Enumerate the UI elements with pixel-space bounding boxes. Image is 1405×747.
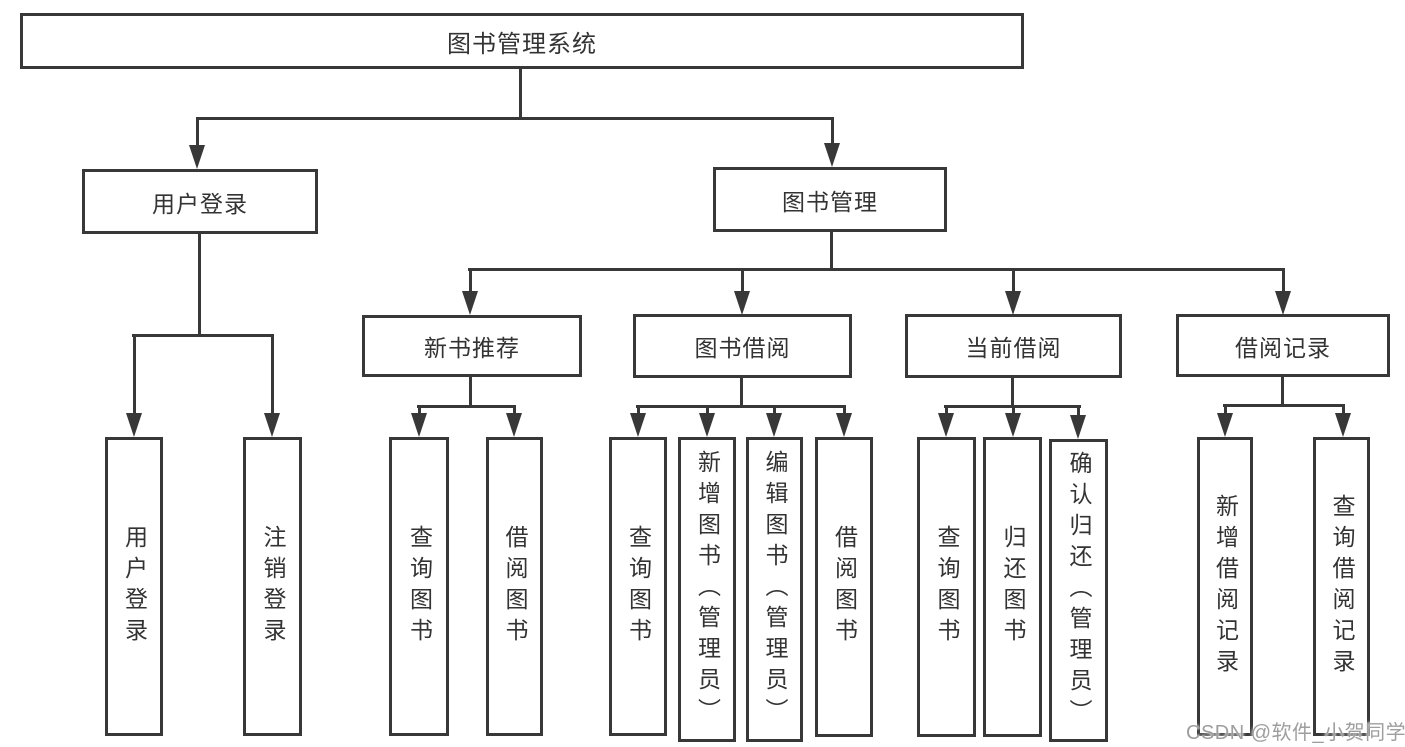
leaf-add-books-admin: 新增图书（管理员） xyxy=(678,437,736,742)
arrow-down-icon xyxy=(630,413,646,437)
leaf-label: 借阅图书 xyxy=(831,525,858,649)
arrow-down-icon xyxy=(264,413,280,437)
leaf-label: 查询图书 xyxy=(625,524,652,649)
connector-line xyxy=(843,405,846,419)
node-label: 图书管理 xyxy=(782,188,878,215)
connector-line xyxy=(740,377,743,408)
node-label: 图书借阅 xyxy=(694,335,791,361)
connector-line xyxy=(1342,404,1345,418)
connector-line xyxy=(1224,404,1227,418)
arrow-down-icon xyxy=(1217,413,1233,437)
connector-line xyxy=(418,405,421,419)
connector-line xyxy=(469,376,472,408)
node-current-borrowing: 当前借阅 xyxy=(905,314,1122,378)
arrow-down-icon xyxy=(411,413,427,437)
leaf-borrowing-query-books: 查询图书 xyxy=(609,437,667,736)
leaf-label: 编辑图书（管理员） xyxy=(762,450,788,729)
node-label: 用户登录 xyxy=(152,190,248,217)
leaf-label: 新增图书（管理员） xyxy=(694,450,721,729)
node-new-book-recommendation: 新书推荐 xyxy=(362,315,582,377)
leaf-recommend-query-books: 查询图书 xyxy=(389,437,449,736)
connector-line xyxy=(469,268,472,294)
node-book-management: 图书管理 xyxy=(713,167,947,232)
csdn-watermark: CSDN @软件_小贺同学 xyxy=(1186,722,1405,744)
arrow-down-icon xyxy=(734,291,750,315)
arrow-down-icon xyxy=(506,413,522,437)
leaf-recommend-borrow-books: 借阅图书 xyxy=(486,437,543,736)
leaf-label: 查询图书 xyxy=(934,525,960,649)
leaf-confirm-return-admin: 确认归还（管理员） xyxy=(1049,439,1108,742)
node-label: 图书管理系统 xyxy=(447,30,597,58)
connector-line xyxy=(831,117,834,148)
connector-line xyxy=(1282,268,1285,294)
connector-line xyxy=(1011,377,1014,408)
connector-line xyxy=(945,405,948,419)
node-book-borrowing: 图书借阅 xyxy=(633,314,852,378)
arrow-down-icon xyxy=(824,143,840,167)
leaf-edit-books-admin: 编辑图书（管理员） xyxy=(746,437,803,742)
connector-line xyxy=(513,405,516,419)
node-library-management-system: 图书管理系统 xyxy=(20,13,1024,69)
leaf-logout: 注销登录 xyxy=(243,437,302,736)
arrow-down-icon xyxy=(189,145,205,169)
arrow-down-icon xyxy=(1005,413,1021,437)
leaf-label: 注销登录 xyxy=(260,524,286,649)
connector-line xyxy=(196,117,199,149)
leaf-return-books: 归还图书 xyxy=(983,437,1042,737)
arrow-down-icon xyxy=(938,413,954,437)
connector-line xyxy=(132,334,274,337)
leaf-current-query-books: 查询图书 xyxy=(917,437,976,737)
leaf-user-login: 用户登录 xyxy=(105,437,163,736)
connector-line xyxy=(706,405,709,419)
arrow-down-icon xyxy=(766,413,782,437)
connector-line xyxy=(1012,268,1015,294)
arrow-down-icon xyxy=(836,413,852,437)
connector-line xyxy=(637,405,640,419)
leaf-label: 借阅图书 xyxy=(502,524,528,649)
leaf-query-borrow-record: 查询借阅记录 xyxy=(1313,437,1370,736)
leaf-label: 查询图书 xyxy=(406,524,433,649)
connector-line xyxy=(196,117,834,120)
arrow-down-icon xyxy=(699,413,715,437)
connector-line xyxy=(636,405,846,408)
connector-line xyxy=(741,268,744,294)
leaf-label: 确认归还（管理员） xyxy=(1066,451,1092,730)
arrow-down-icon xyxy=(1335,413,1351,437)
connector-line xyxy=(468,268,1285,271)
node-borrowing-records: 借阅记录 xyxy=(1176,314,1390,377)
connector-line xyxy=(198,232,201,336)
arrow-down-icon xyxy=(1005,291,1021,315)
leaf-label: 归还图书 xyxy=(1000,525,1026,649)
connector-line xyxy=(1281,376,1284,407)
connector-line xyxy=(773,405,776,419)
connector-line xyxy=(271,334,274,416)
connector-line xyxy=(830,229,833,271)
leaf-add-borrow-record: 新增借阅记录 xyxy=(1197,437,1253,736)
connector-line xyxy=(133,334,136,416)
connector-line xyxy=(417,405,516,408)
arrow-down-icon xyxy=(126,413,142,437)
node-label: 借阅记录 xyxy=(1235,334,1331,361)
leaf-label: 查询借阅记录 xyxy=(1329,493,1355,680)
arrow-down-icon xyxy=(1070,415,1086,439)
node-label: 当前借阅 xyxy=(965,335,1062,361)
connector-line xyxy=(1077,405,1080,419)
connector-line xyxy=(519,68,522,118)
node-label: 新书推荐 xyxy=(424,335,520,361)
arrow-down-icon xyxy=(1275,291,1291,315)
arrow-down-icon xyxy=(462,291,478,315)
node-user-login: 用户登录 xyxy=(82,169,318,234)
connector-line xyxy=(1223,404,1345,407)
leaf-borrowing-borrow-books: 借阅图书 xyxy=(815,437,873,737)
leaf-label: 新增借阅记录 xyxy=(1212,493,1239,680)
leaf-label: 用户登录 xyxy=(121,524,148,649)
connector-line xyxy=(1012,405,1015,419)
